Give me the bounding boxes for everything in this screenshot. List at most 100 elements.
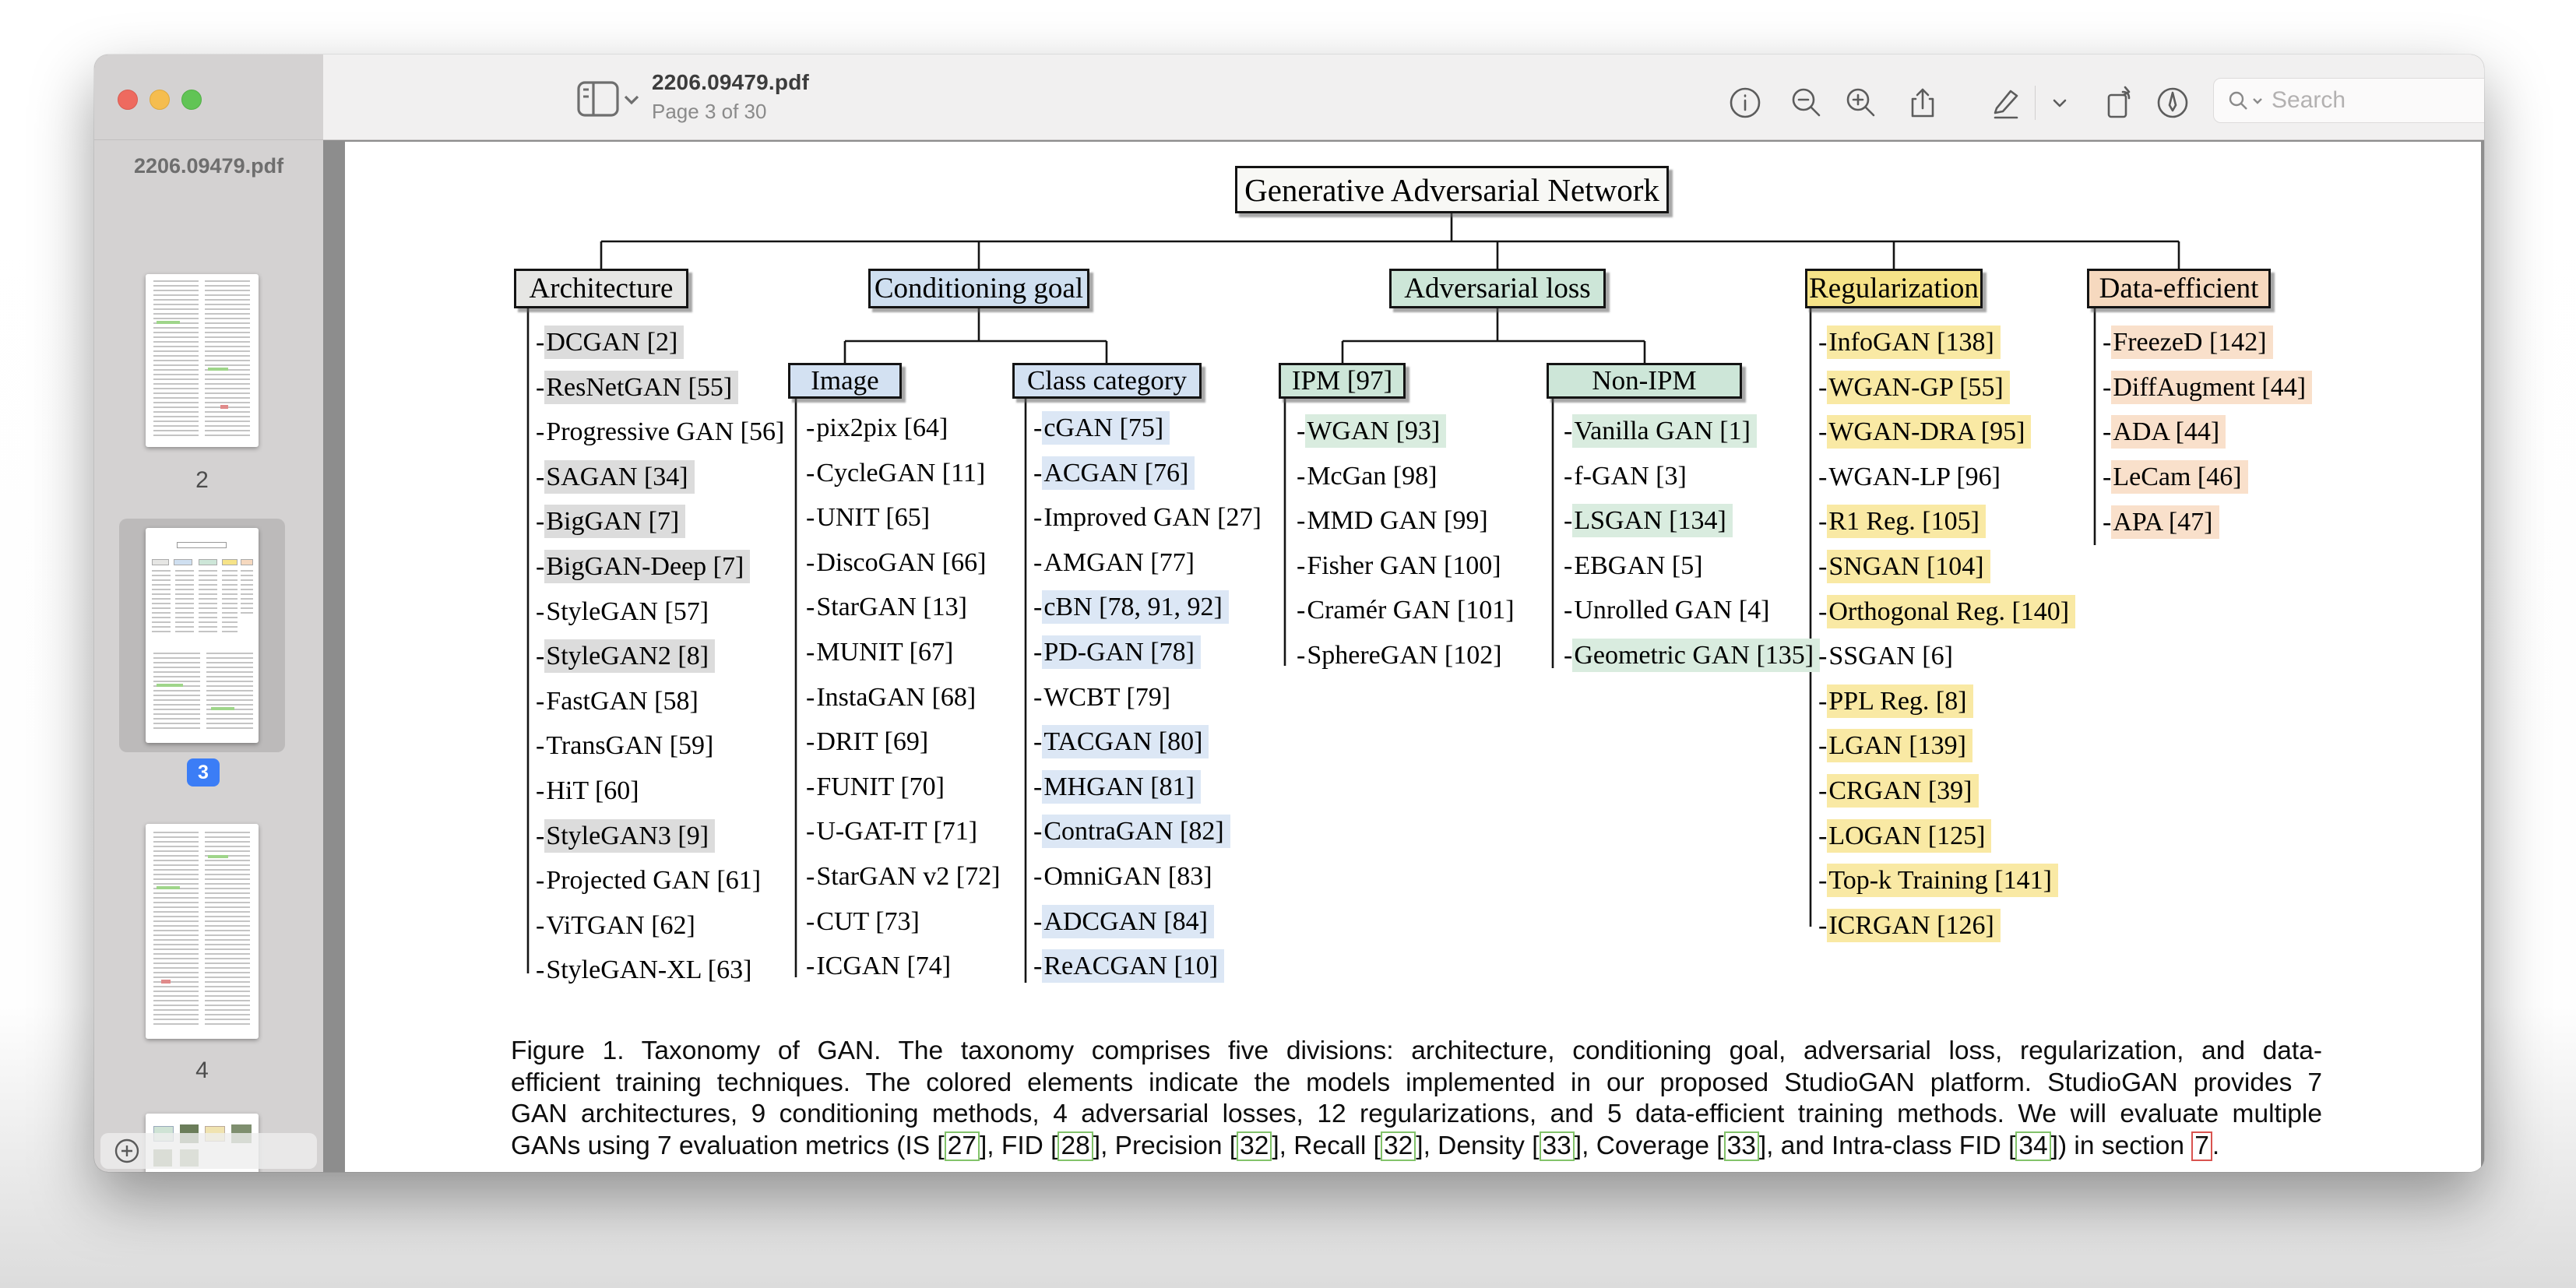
citation-link[interactable]: 32 [1237, 1131, 1272, 1161]
citation-link[interactable]: 32 [1380, 1131, 1416, 1161]
search-icon [2229, 91, 2247, 110]
taxonomy-item: -f-GAN [3] [1564, 461, 1687, 491]
citation-link[interactable]: 33 [1539, 1131, 1575, 1161]
page-number-label: 2 [195, 467, 209, 493]
close-window-button[interactable] [118, 90, 138, 110]
taxonomy-box-conditioning: Conditioning goal [868, 269, 1089, 308]
share-button[interactable] [1902, 83, 1943, 123]
taxonomy-box-classcat: Class category [1012, 363, 1202, 399]
add-page-button[interactable] [113, 1137, 141, 1165]
titlebar-sidebar-section [94, 55, 323, 140]
info-icon [1730, 87, 1761, 118]
taxonomy-item: -TransGAN [59] [536, 731, 714, 761]
thumbnail-page-3[interactable] [146, 528, 259, 743]
thumbnail-page-2[interactable] [146, 274, 259, 447]
taxonomy-item: -Improved GAN [27] [1033, 503, 1262, 533]
taxonomy-item: -LGAN [139] [1818, 729, 2075, 763]
taxonomy-item: -StarGAN [13] [806, 593, 967, 622]
taxonomy-box-nonipm: Non-IPM [1547, 363, 1742, 399]
taxonomy-list-classcat: -cGAN [75]-ACGAN [76]-Improved GAN [27]-… [1033, 411, 1268, 994]
taxonomy-list-regularization: -InfoGAN [138]-WGAN-GP [55]-WGAN-DRA [95… [1818, 326, 2076, 953]
taxonomy-item: -ADA [44] [2103, 415, 2312, 449]
taxonomy-item: -CycleGAN [11] [806, 458, 986, 487]
taxonomy-item: -Top-k Training [141] [1818, 864, 2075, 898]
taxonomy-box-image: Image [788, 363, 902, 399]
taxonomy-item: -WCBT [79] [1033, 682, 1171, 712]
taxonomy-item: -SNGAN [104] [1818, 549, 2075, 584]
taxonomy-item: -FreezeD [142] [2103, 326, 2312, 360]
rotate-icon [2107, 86, 2131, 118]
taxonomy-item: -Geometric GAN [135] [1564, 638, 1821, 673]
zoom-in-button[interactable] [1841, 83, 1881, 123]
taxonomy-item: -cGAN [75] [1033, 411, 1268, 445]
rotate-button[interactable] [2098, 83, 2138, 123]
taxonomy-item: -Cramér GAN [101] [1297, 596, 1515, 625]
taxonomy-list-nonipm: -Vanilla GAN [1]-f-GAN [3]-LSGAN [134]-E… [1564, 414, 1821, 684]
thumbnail-page-4[interactable] [146, 824, 259, 1039]
taxonomy-item: -Vanilla GAN [1] [1564, 414, 1820, 449]
taxonomy-item: -ICRGAN [126] [1818, 908, 2075, 943]
document-title-block: 2206.09479.pdf Page 3 of 30 [652, 70, 809, 124]
taxonomy-box-architecture: Architecture [514, 269, 688, 308]
citation-link[interactable]: 28 [1057, 1131, 1093, 1161]
taxonomy-item: -CUT [73] [806, 906, 920, 936]
fullscreen-window-button[interactable] [181, 90, 202, 110]
caption-line: efficient training techniques. The color… [511, 1068, 2322, 1097]
selected-page-badge: 3 [187, 758, 220, 787]
taxonomy-item: -UNIT [65] [806, 503, 931, 533]
zoom-out-button[interactable] [1786, 83, 1827, 123]
taxonomy-item: -ICGAN [74] [806, 952, 952, 981]
taxonomy-item: -ReACGAN [10] [1033, 949, 1268, 984]
citation-link[interactable]: 33 [1723, 1131, 1759, 1161]
search-input[interactable] [2272, 87, 2484, 114]
citation-link[interactable]: 27 [944, 1131, 980, 1161]
taxonomy-item: -HiT [60] [536, 776, 639, 805]
markup-expand-button[interactable] [2039, 83, 2080, 123]
taxonomy-item: -WGAN-LP [96] [1818, 462, 2001, 491]
search-field[interactable] [2213, 78, 2484, 123]
taxonomy-item: -Fisher GAN [100] [1297, 551, 1501, 580]
taxonomy-item: -EBGAN [5] [1564, 551, 1703, 580]
info-button[interactable] [1725, 83, 1765, 123]
markup-button[interactable] [1983, 83, 2024, 123]
taxonomy-item: -StyleGAN-XL [63] [536, 955, 752, 985]
sidebar-toggle-button[interactable] [575, 78, 647, 118]
citation-link[interactable]: 34 [2015, 1131, 2051, 1161]
taxonomy-item: -BigGAN-Deep [7] [536, 549, 790, 584]
taxonomy-list-ipm: -WGAN [93] -McGan [98] -MMD GAN [99] -Fishe… [1297, 414, 1521, 684]
zoom-out-icon [1792, 88, 1821, 117]
taxonomy-item: -SAGAN [34] [536, 459, 790, 494]
minimize-window-button[interactable] [150, 90, 170, 110]
caption-line: GAN architectures, 9 conditioning method… [511, 1100, 2322, 1129]
taxonomy-item: -FastGAN [58] [536, 686, 699, 716]
taxonomy-connectors [526, 213, 2180, 983]
taxonomy-item: -StarGAN v2 [72] [806, 861, 1001, 891]
taxonomy-item: -DiffAugment [44] [2103, 370, 2313, 405]
taxonomy-item: -WGAN-GP [55] [1818, 370, 2075, 405]
search-options-chevron-icon [2253, 98, 2262, 104]
taxonomy-item: -DRIT [69] [806, 727, 929, 757]
highlight-pen-icon [2157, 87, 2188, 118]
taxonomy-item: -SphereGAN [102] [1297, 640, 1502, 670]
taxonomy-item: -MMD GAN [99] [1297, 506, 1488, 536]
taxonomy-item: -StyleGAN [57] [536, 596, 709, 626]
taxonomy-item: -WGAN [93] [1297, 414, 1521, 449]
taxonomy-item: -ResNetGAN [55] [536, 370, 790, 405]
taxonomy-item: -MHGAN [81] [1033, 769, 1268, 804]
highlight-button[interactable] [2152, 83, 2193, 123]
taxonomy-item: -McGan [98] [1297, 461, 1438, 491]
taxonomy-box-root: Generative Adversarial Network [1235, 166, 1669, 213]
taxonomy-item: -APA [47] [2103, 505, 2312, 540]
share-icon [1911, 88, 1934, 118]
taxonomy-item: -PPL Reg. [8] [1818, 684, 2075, 719]
taxonomy-item: -InstaGAN [68] [806, 682, 977, 712]
taxonomy-item: -LeCam [46] [2103, 459, 2312, 494]
page-number-label: 4 [195, 1057, 209, 1083]
figure-caption: Figure 1. Taxonomy of GAN. The taxonomy … [511, 1036, 2322, 1162]
taxonomy-item: -WGAN-DRA [95] [1818, 415, 2075, 449]
taxonomy-item: -StyleGAN3 [9] [536, 818, 790, 853]
taxonomy-list-dataefficient: -FreezeD [142] -DiffAugment [44] -ADA [44]… [2103, 326, 2313, 550]
sidebar-doc-label: 2206.09479.pdf [133, 154, 284, 178]
caption-line: GANs using 7 evaluation metrics (IS [27]… [511, 1131, 2220, 1161]
section-link[interactable]: 7 [2191, 1131, 2212, 1161]
